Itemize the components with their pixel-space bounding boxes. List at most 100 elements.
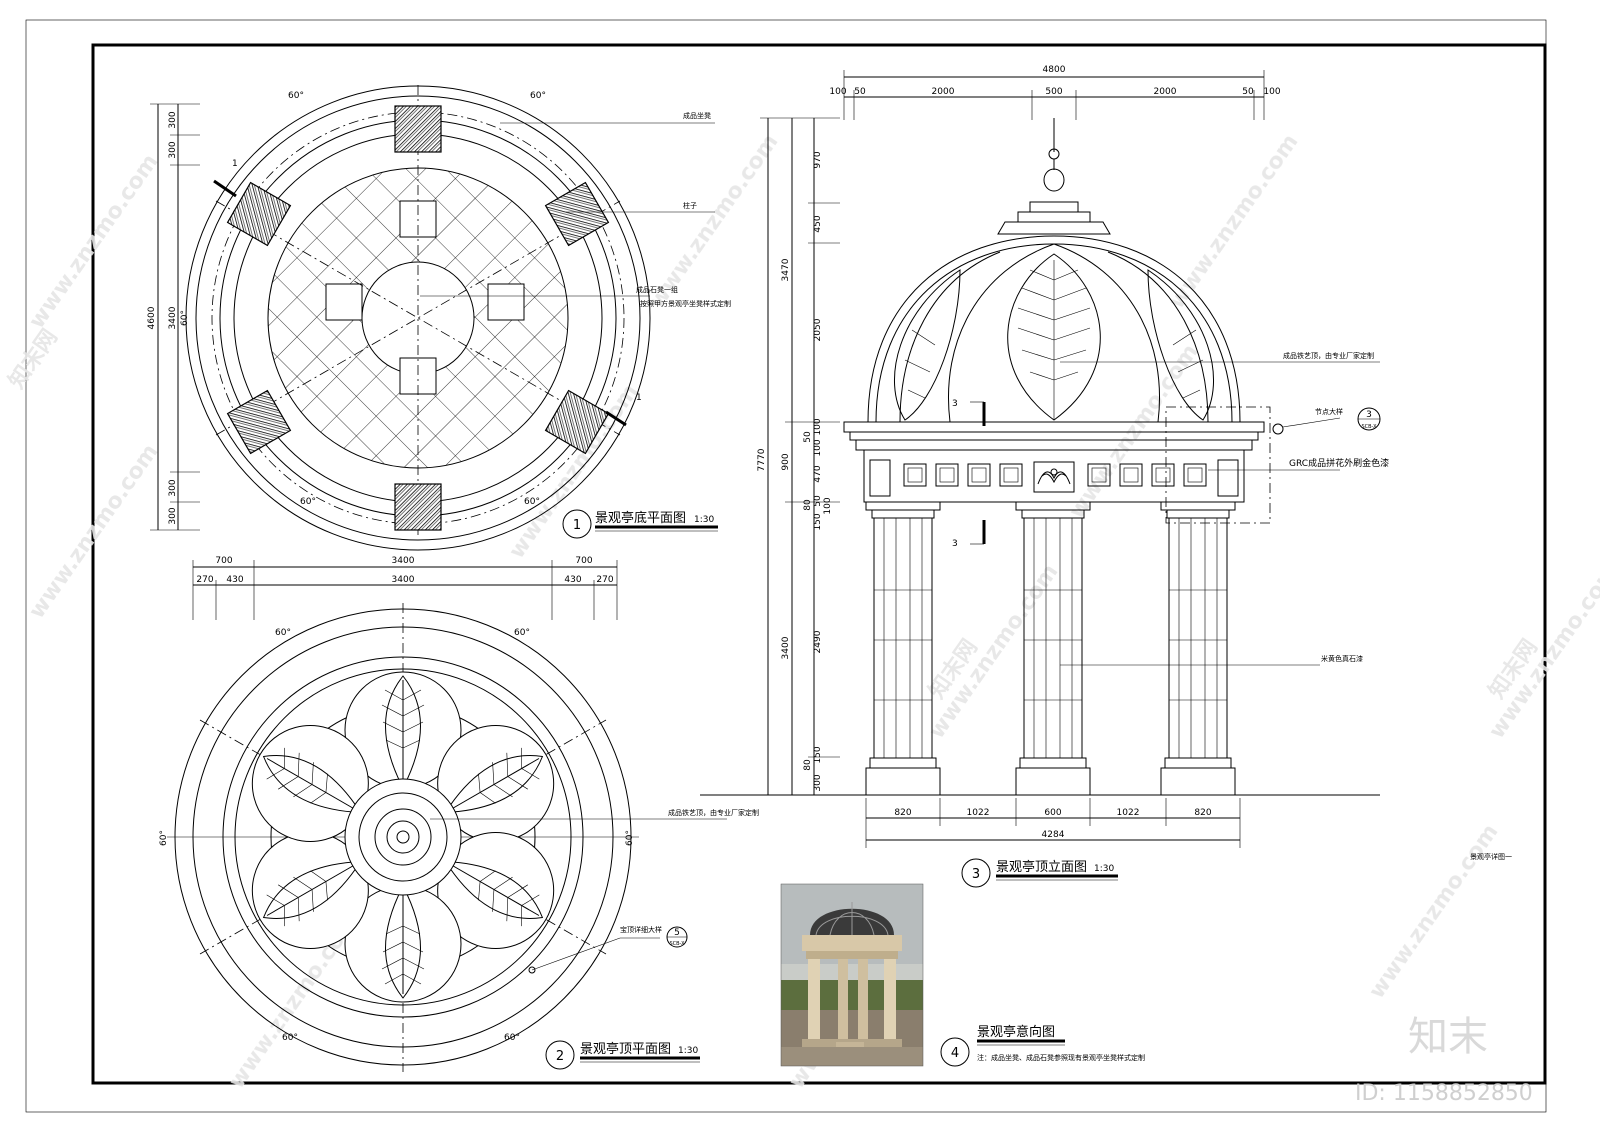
- plan1-dim-b: 300: [168, 479, 178, 496]
- elev3-dim-bottom: 600: [1044, 808, 1061, 818]
- plan1-dim-inner: 3400: [168, 306, 178, 329]
- watermark-brand-logo: 知末: [1408, 1014, 1488, 1060]
- plan1-floor-plan: 60° 60° 60° 60° 1 1 4600 3400 300 300 30…: [147, 85, 731, 551]
- elev3-dim-left-minor: 80: [803, 759, 813, 771]
- elev3-dim-left-minor: 150: [813, 746, 823, 763]
- plan2-dim-top: 3400: [392, 556, 415, 566]
- elev3-label-roof: 成品铁艺顶，由专业厂家定制: [1283, 351, 1374, 360]
- elev3-dim-left-minor: 50: [803, 431, 813, 443]
- elev3-detail-sheet: SCB-X: [1361, 424, 1377, 430]
- elev3-dim-left-minor: 50: [813, 495, 823, 507]
- plan2-angle: 60°: [514, 628, 530, 638]
- elev3-title-num: 3: [972, 867, 980, 882]
- plan1-section-mark: 1: [232, 159, 238, 169]
- elev3-dim-top: 500: [1045, 87, 1062, 97]
- plan1-dim-b: 300: [168, 507, 178, 524]
- elev3-dim-bottom-total: 4284: [1042, 830, 1065, 840]
- plan1-dim-total: 4600: [147, 306, 157, 329]
- photo4-reference-image: 4 景观亭意向图 注：成品坐凳、成品石凳参照现有景观亭坐凳样式定制: [780, 883, 1145, 1067]
- elev3-elevation: 4800 100 50 2000 500 2000 50 100 7770 34…: [700, 65, 1512, 888]
- elev3-dim-bottom: 1022: [1117, 808, 1140, 818]
- plan1-dim-a: 300: [168, 111, 178, 128]
- plan2-label-finial: 宝顶详细大样: [620, 925, 662, 934]
- plan2-title-num: 2: [556, 1049, 564, 1064]
- plan1-title-num: 1: [573, 518, 581, 533]
- elev3-dim-left-total: 7770: [757, 448, 767, 471]
- plan2-angle: 60°: [625, 830, 635, 846]
- watermark-id: ID: 1158852850: [1355, 1081, 1533, 1106]
- plan2-angle: 60°: [275, 628, 291, 638]
- elev3-dim-top: 50: [1242, 87, 1254, 97]
- plan2-detail-num: 5: [674, 928, 680, 938]
- photo4-title: 景观亭意向图: [977, 1024, 1055, 1040]
- photo4-note: 注：成品坐凳、成品石凳参照现有景观亭坐凳样式定制: [977, 1053, 1145, 1062]
- plan2-dim-top: 700: [215, 556, 232, 566]
- elev3-dim-left-minor: 100: [813, 418, 823, 435]
- elev3-dim-bottom: 820: [1194, 808, 1211, 818]
- plan1-angle: 60°: [524, 497, 540, 507]
- elev3-dim-left-minor: 450: [813, 215, 823, 232]
- elev3-dim-top: 100: [1263, 87, 1280, 97]
- elev3-label-detail: 节点大样: [1315, 407, 1343, 416]
- elev3-dim-left-minor: 300: [813, 774, 823, 791]
- plan1-angle: 60°: [300, 497, 316, 507]
- elev3-label-grc: GRC成品拼花外刷金色漆: [1289, 457, 1389, 469]
- elev3-label-stone: 米黄色真石漆: [1321, 654, 1363, 663]
- plan2-label-roof: 成品铁艺顶，由专业厂家定制: [668, 808, 759, 817]
- elev3-dim-bottom: 820: [894, 808, 911, 818]
- plan1-angle: 60°: [288, 91, 304, 101]
- plan2-dim-bottom: 430: [564, 575, 581, 585]
- plan2-angle: 60°: [282, 1033, 298, 1043]
- elev3-dim-left-minor: 2490: [813, 630, 823, 653]
- elev3-dim-left-minor: 100: [813, 439, 823, 456]
- plan2-scale: 1:30: [678, 1046, 698, 1056]
- plan2-roof-plan: 700 3400 700 270 430 3400 430 270: [159, 556, 759, 1072]
- plan2-detail-sheet: SCB-X: [669, 941, 685, 947]
- drawing-border: [91, 43, 1547, 1085]
- plan2-dim-bottom: 270: [196, 575, 213, 585]
- plan1-scale: 1:30: [694, 515, 714, 525]
- plan1-dim-a: 300: [168, 141, 178, 158]
- elev3-dim-left-minor: 80: [803, 499, 813, 511]
- elev3-dim-bottom: 1022: [967, 808, 990, 818]
- plan1-label-bench: 成品坐凳: [683, 111, 711, 120]
- watermark-text: www.znzmo.com: [1364, 820, 1503, 1004]
- plan2-dim-bottom: 3400: [392, 575, 415, 585]
- plan1-label-custom: 按照甲方景观亭坐凳样式定制: [640, 299, 731, 308]
- plan1-angle: 60°: [530, 91, 546, 101]
- elev3-section-mark: 3: [952, 539, 958, 549]
- plan1-label-stools: 成品石凳一组: [636, 285, 678, 294]
- elev3-dim-top: 2000: [1154, 87, 1177, 97]
- plan1-angle: 60°: [180, 310, 190, 326]
- elev3-dim-left-major: 900: [781, 453, 791, 470]
- elev3-dim-top: 2000: [932, 87, 955, 97]
- plan1-title: 景观亭底平面图: [595, 510, 686, 526]
- plan2-title: 景观亭顶平面图: [580, 1041, 671, 1057]
- plan1-label-column: 柱子: [683, 201, 697, 210]
- elev3-section-mark: 3: [952, 399, 958, 409]
- plan2-dim-bottom: 430: [226, 575, 243, 585]
- watermark-brand: 知末网: [4, 324, 63, 393]
- plan2-dim-top: 700: [575, 556, 592, 566]
- elev3-scale: 1:30: [1094, 864, 1114, 874]
- plan2-angle: 60°: [159, 830, 169, 846]
- sheet-caption: 景观亭详图一: [1470, 852, 1512, 861]
- elev3-dim-left-minor: 2050: [813, 318, 823, 341]
- elev3-dim-left-minor: 470: [813, 465, 823, 482]
- watermark-text: www.znzmo.com: [1484, 560, 1600, 744]
- elev3-dim-left-major: 3400: [781, 636, 791, 659]
- elev3-title: 景观亭顶立面图: [996, 859, 1087, 875]
- elev3-dim-left-minor: 150: [813, 513, 823, 530]
- elev3-dim-left-minor: 100: [823, 497, 833, 514]
- watermark-text: www.znzmo.com: [1164, 130, 1303, 314]
- plan2-angle: 60°: [504, 1033, 520, 1043]
- elev3-detail-num: 3: [1366, 410, 1372, 420]
- photo4-title-num: 4: [951, 1046, 959, 1061]
- elev3-dim-top-total: 4800: [1043, 65, 1066, 75]
- plan1-section-mark: 1: [636, 393, 642, 403]
- elev3-dim-top: 50: [854, 87, 866, 97]
- elev3-dim-left-minor: 970: [813, 151, 823, 168]
- plan2-dim-bottom: 270: [596, 575, 613, 585]
- watermark-text: www.znzmo.com: [924, 560, 1063, 744]
